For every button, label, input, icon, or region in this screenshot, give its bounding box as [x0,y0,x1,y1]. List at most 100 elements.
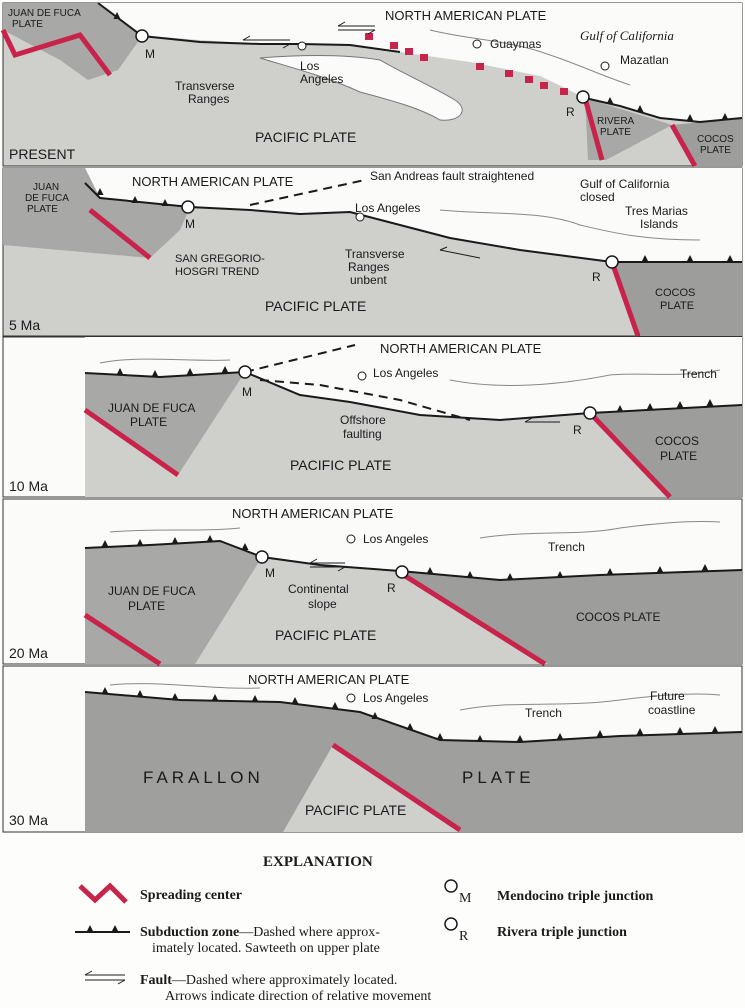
mazatlan-label: Mazatlan [620,53,669,67]
pacific-plate-label: PACIFIC PLATE [255,129,356,145]
spreading-center [0,28,112,77]
farallon-label: FARALLON [143,768,264,787]
spreading-center-label: Spreading center [140,888,242,903]
coastline [99,358,721,386]
coastline [439,209,701,241]
cocos-plate-label: COCOS PLATE [576,610,660,624]
north-american-plate-area [85,168,742,262]
north-american-plate-label: NORTH AMERICAN PLATE [232,506,394,521]
mendocino-triple-junction-symbol [255,550,269,564]
city-marker [346,693,356,703]
m-symbol-label: M [459,891,472,906]
city-marker [297,41,307,51]
dashed-fault [244,344,356,373]
r-label: R [566,105,575,119]
spreading-center [582,97,605,161]
city-marker [355,212,365,222]
guaymas-label: Guaymas [490,37,541,51]
age-label: 5 Ma [9,317,40,333]
city-marker [346,534,356,544]
trench-label: Trench [680,367,717,381]
subduction-zone-description: imately located. Sawteeth on upper plate [152,941,380,956]
rivera-triple-junction-symbol [605,255,619,269]
age-label: 20 Ma [9,645,48,661]
r-symbol-label: R [459,929,469,944]
gulf-of-california-label: Gulf of California [580,28,674,43]
spreading-center [400,571,547,667]
m-label: M [185,217,195,231]
fault-symbol [84,970,126,985]
spreading-center [83,407,180,478]
m-label: M [242,385,252,399]
los-angeles-label: Los Angeles [373,366,438,380]
plate-label: PLATE [462,768,535,787]
rivera-triple-junction-symbol [583,406,597,420]
spreading-center [83,612,162,667]
farallon-plate-area [85,692,742,832]
los-angeles-label: Los Angeles [355,201,420,215]
gulf-spreading-centers [365,33,568,95]
fault-arrows [309,558,346,572]
m-label: M [265,566,275,580]
explanation-legend: EXPLANATION Spreading center Subduction … [75,854,654,1004]
mendocino-symbol [444,879,458,893]
north-american-plate-label: NORTH AMERICAN PLATE [248,672,410,687]
pacific-plate-label: PACIFIC PLATE [265,298,366,314]
north-american-plate-label: NORTH AMERICAN PLATE [380,341,542,356]
pacific-plate-label: PACIFIC PLATE [305,802,406,818]
north-american-plate-label: NORTH AMERICAN PLATE [132,174,294,189]
san-andreas-label: San Andreas fault straightened [370,169,534,183]
panel-20ma: NORTH AMERICAN PLATE Los Angeles Trench … [2,498,743,667]
fault-arrows [242,21,376,49]
pacific-plate-area [85,372,742,497]
rivera-triple-junction-symbol [395,565,409,579]
trench-label: Trench [525,706,562,720]
city-marker [600,61,610,71]
fault-line [84,182,613,263]
spreading-center [669,123,698,168]
juan-de-fuca-plate-area [85,372,245,475]
mendocino-triple-junction-symbol [135,29,149,43]
age-label: 10 Ma [9,478,48,494]
boundary-line [84,370,743,422]
rivera-symbol [444,917,458,931]
rivera-plate-area [585,98,672,160]
trench-label: Trench [548,540,585,554]
baja-peninsula [259,55,463,121]
city-marker [357,371,367,381]
age-label: 30 Ma [9,812,48,828]
m-label: M [145,47,155,61]
fault-label: Fault—Dashed where approximately located… [140,973,397,988]
rivera-label: Rivera triple junction [497,925,627,940]
mendocino-label: Mendocino triple junction [497,889,654,904]
spreading-center [88,208,152,260]
pacific-plate-label: PACIFIC PLATE [290,457,391,473]
cocos-plate-area [590,405,742,497]
age-label: PRESENT [9,146,76,162]
r-label: R [387,581,396,595]
mendocino-triple-junction-symbol [238,365,252,379]
coastline [109,683,721,711]
fault-arrows [439,246,481,259]
explanation-title: EXPLANATION [263,854,373,870]
pacific-plate-area [283,745,460,832]
r-label: R [592,270,601,284]
juan-de-fuca-plate-area [3,3,142,80]
fault-description: Arrows indicate direction of relative mo… [165,989,431,1004]
san-gregorio-label: SAN GREGORIO-HOSGRI TREND [175,253,265,278]
